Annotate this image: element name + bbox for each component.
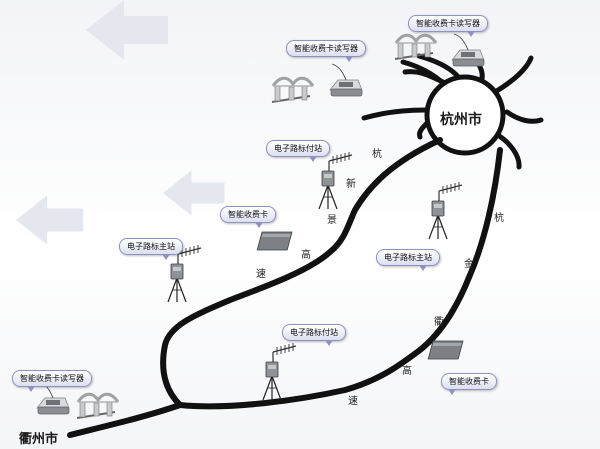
callout-reader-upper: 智能收费卡读写器 [286, 40, 366, 62]
callout-main-station-left: 电子路标主站 [119, 238, 183, 260]
city-label-hangzhou: 杭州市 [440, 112, 482, 128]
toll-gate-icon [393, 33, 438, 61]
road-label-char: 高 [301, 250, 311, 261]
smart-card-icon [427, 340, 464, 360]
road-network [67, 137, 503, 438]
callout-main-station-right: 电子路标主站 [376, 249, 440, 271]
callout-reader-hangzhou: 智能收费卡读写器 [408, 15, 488, 37]
card-reader-icon [451, 33, 485, 67]
road-label-char: 速 [256, 269, 266, 280]
toll-gate-icon [75, 392, 120, 420]
callout-reader-quzhou: 智能收费卡读写器 [12, 370, 92, 392]
antenna-tower-icon [428, 181, 463, 240]
left-arrow-icon [163, 170, 225, 216]
road-label-char: 新 [346, 179, 356, 190]
callout-card-middle: 智能收费卡 [220, 206, 276, 228]
road-label-char: 景 [327, 215, 337, 226]
hangzhou-hub-circle [424, 74, 506, 156]
road-hang-xin-jing [160, 137, 443, 408]
road-hang-jin-qu [177, 147, 503, 410]
road-label-char: 金 [464, 259, 474, 270]
road-label-char: 杭 [372, 149, 382, 160]
smart-card-icon [256, 231, 293, 251]
road-label-char: 杭 [494, 213, 504, 224]
card-reader-icon [329, 63, 363, 97]
callout-card-lower-right: 智能收费卡 [441, 373, 497, 395]
callout-payment-station: 电子路标付站 [266, 140, 330, 162]
toll-gate-icon [270, 76, 315, 104]
city-label-quzhou: 衢州市 [19, 432, 59, 447]
left-arrow-icon [86, 0, 168, 60]
callout-sub-station-bottom: 电子路标付站 [282, 324, 346, 346]
road-label-char: 衢 [434, 317, 444, 328]
road-quzhou-entry [67, 402, 183, 438]
antenna-tower-icon [262, 342, 297, 401]
left-arrow-icon [16, 195, 84, 245]
road-label-char: 高 [402, 366, 412, 377]
road-label-char: 速 [348, 396, 358, 407]
